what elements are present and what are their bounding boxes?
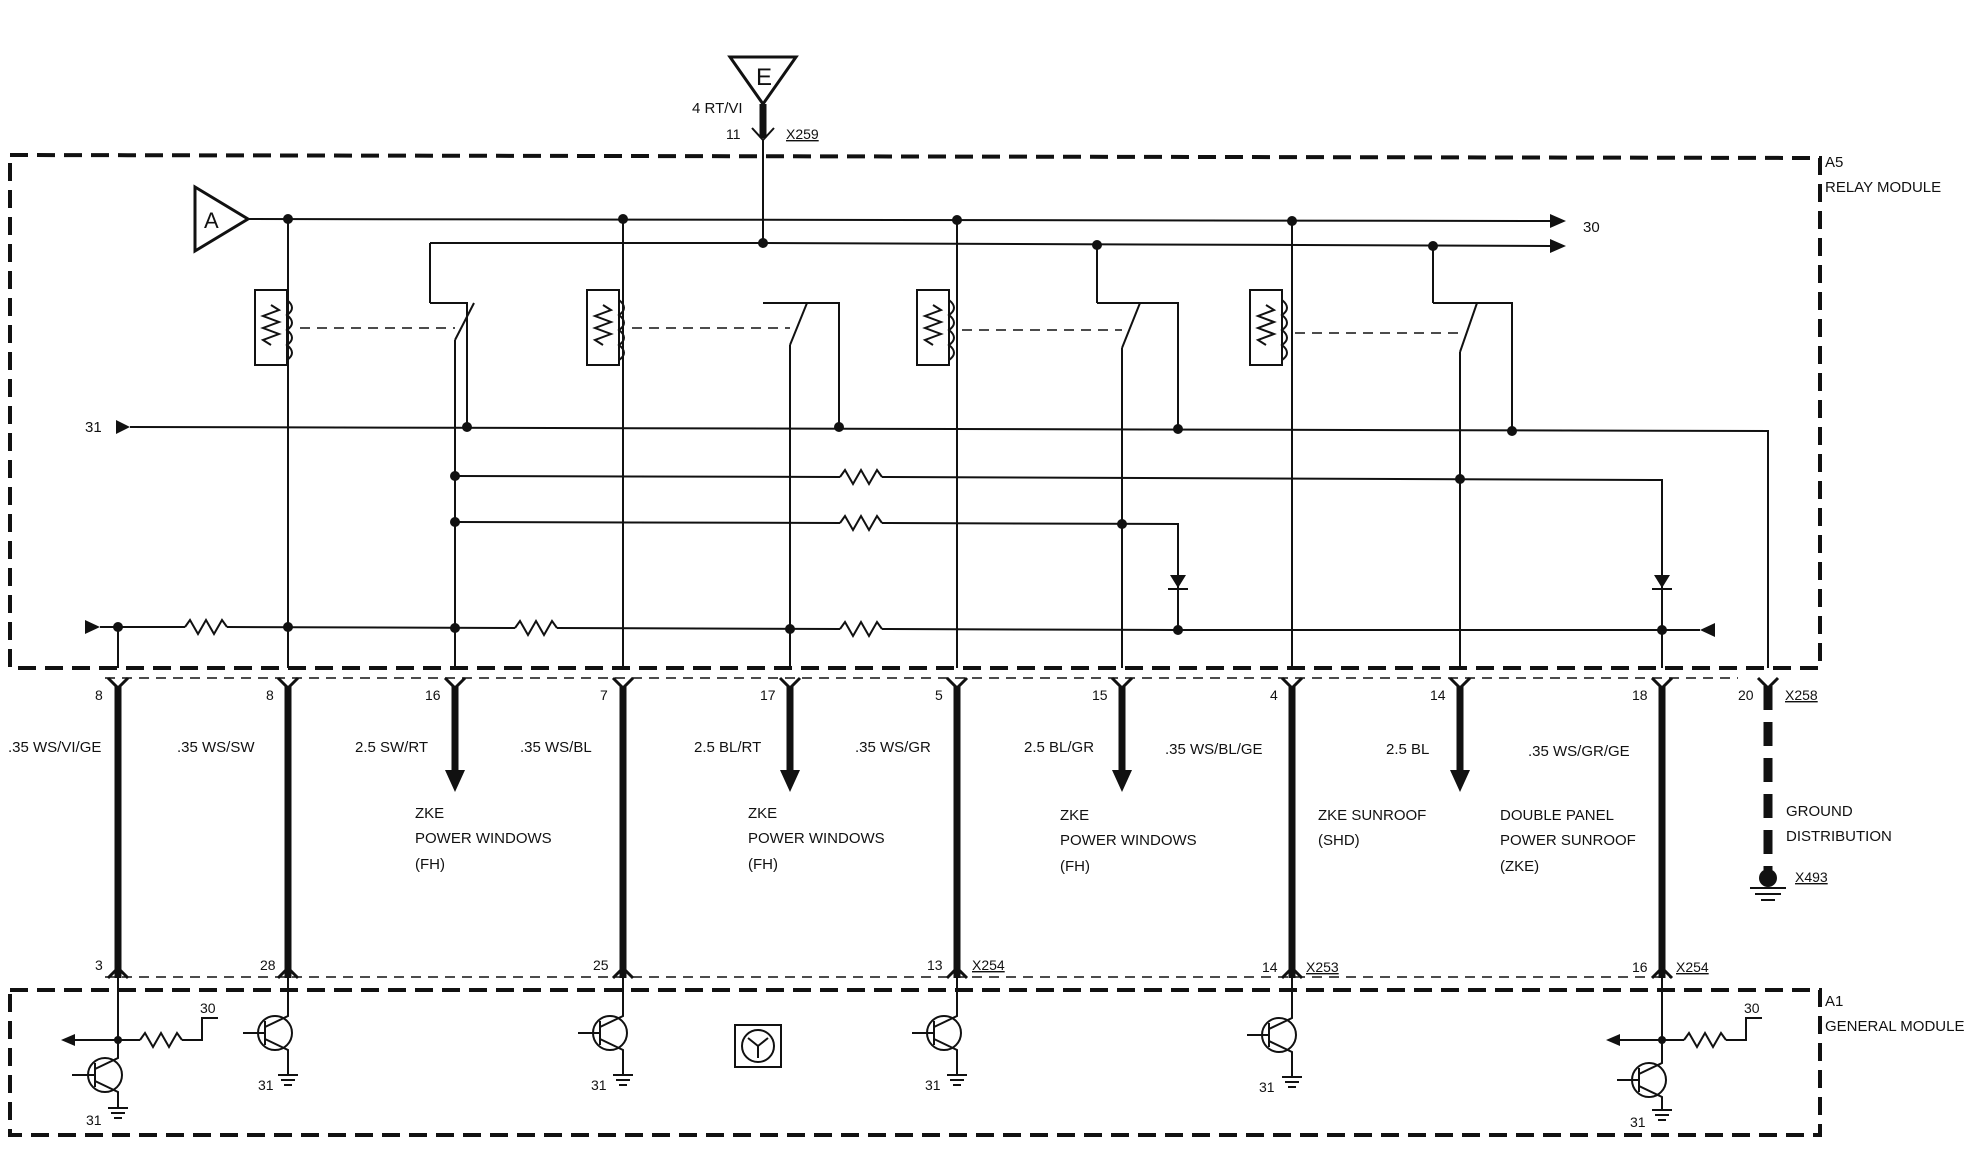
feed-e-symbol: E	[727, 55, 799, 107]
desc-w2-line3: (FH)	[415, 856, 445, 873]
transistor-group-3	[578, 978, 633, 1086]
wire-label-w2: 2.5 SW/RT	[355, 739, 428, 756]
pin-w7-top: 4	[1270, 687, 1278, 703]
feed-a-symbol: A	[193, 184, 251, 254]
pin-w3-bottom: 25	[593, 957, 609, 973]
pin-w5-top: 5	[935, 687, 943, 703]
ground-31-g4: 31	[925, 1077, 941, 1093]
desc-w4-line3: (FH)	[748, 856, 778, 873]
relay-module-name: RELAY MODULE	[1825, 179, 1941, 196]
pin-w1-top: 8	[266, 687, 274, 703]
connector-x253: X253	[1306, 959, 1339, 975]
supply-30-right: 30	[1744, 1000, 1760, 1016]
wire-label-w3: .35 WS/BL	[520, 739, 592, 756]
general-module-id: A1	[1825, 993, 1843, 1010]
wire-label-w7: .35 WS/BL/GE	[1165, 741, 1263, 758]
transistor-group-2	[243, 978, 298, 1086]
diode-1	[1168, 555, 1188, 627]
ground-31-label: 31	[85, 419, 102, 436]
ground-x493-icon	[1750, 869, 1786, 901]
wire-label-w6: 2.5 BL/GR	[1024, 739, 1094, 756]
pin-w6-top: 15	[1092, 687, 1108, 703]
desc-w9-line2: POWER SUNROOF	[1500, 832, 1636, 849]
top-pin-label: 11	[726, 126, 741, 142]
connector-x493: X493	[1795, 869, 1828, 885]
relay-module-box	[8, 152, 1822, 670]
connector-x254-b: X254	[1676, 959, 1709, 975]
relay-3	[916, 289, 1179, 668]
pin-w0-bottom: 3	[95, 957, 103, 973]
ground-31-g3: 31	[591, 1077, 607, 1093]
relay-module-id: A5	[1825, 154, 1843, 171]
desc-w9-line3: (ZKE)	[1500, 858, 1539, 875]
general-module-name: GENERAL MODULE	[1825, 1018, 1964, 1035]
desc-w8-line1: ZKE SUNROOF	[1318, 807, 1426, 824]
ground-31-g5: 31	[1259, 1079, 1275, 1095]
wire-label-w4: 2.5 BL/RT	[694, 739, 761, 756]
pin-w2-top: 16	[425, 687, 441, 703]
pin-w9-top: 18	[1632, 687, 1648, 703]
desc-w9-line1: DOUBLE PANEL	[1500, 807, 1614, 824]
diode-2	[1652, 555, 1672, 668]
pin-w9-bottom: 16	[1632, 959, 1648, 975]
connector-x259: X259	[786, 126, 819, 142]
pin-w4-top: 17	[760, 687, 776, 703]
module-internal-icon	[734, 1024, 782, 1068]
desc-w8-line2: (SHD)	[1318, 832, 1360, 849]
top-wire-label: 4 RT/VI	[692, 100, 743, 117]
svg-text:A: A	[204, 208, 219, 233]
wire-label-w0: .35 WS/VI/GE	[8, 739, 101, 756]
desc-w10-line2: DISTRIBUTION	[1786, 828, 1892, 845]
svg-text:E: E	[756, 64, 772, 91]
wire-label-w1: .35 WS/SW	[177, 739, 255, 756]
pin-w0-top: 8	[95, 687, 103, 703]
ground-31-g1: 31	[86, 1112, 102, 1128]
transistor-group-4	[912, 978, 967, 1086]
desc-w6-line1: ZKE	[1060, 807, 1089, 824]
relay-2	[586, 289, 840, 668]
terminal-30-label: 30	[1583, 219, 1600, 236]
pin-w10-top: 20	[1738, 687, 1754, 703]
wire-label-w8: 2.5 BL	[1386, 741, 1429, 758]
pin-w7-bottom: 14	[1262, 959, 1278, 975]
transistor-group-5	[1247, 978, 1302, 1088]
desc-w10-line1: GROUND	[1786, 803, 1853, 820]
wire-label-w5: .35 WS/GR	[855, 739, 931, 756]
wire-label-w9: .35 WS/GR/GE	[1528, 743, 1630, 760]
desc-w6-line2: POWER WINDOWS	[1060, 832, 1197, 849]
connector-chevrons	[106, 676, 1780, 980]
desc-w4-line1: ZKE	[748, 805, 777, 822]
ground-31-g6: 31	[1630, 1114, 1646, 1130]
transistor-group-6	[1606, 978, 1762, 1121]
transistor-group-1	[61, 978, 218, 1119]
desc-w6-line3: (FH)	[1060, 858, 1090, 875]
ground-31-g2: 31	[258, 1077, 274, 1093]
junction-dots	[113, 214, 1667, 635]
desc-w2-line1: ZKE	[415, 805, 444, 822]
connector-x254-a: X254	[972, 957, 1005, 973]
pin-w1-bottom: 28	[260, 957, 276, 973]
desc-w4-line2: POWER WINDOWS	[748, 830, 885, 847]
pin-w5-bottom: 13	[927, 957, 943, 973]
supply-30-left: 30	[200, 1000, 216, 1016]
relay-4	[1249, 289, 1513, 668]
pin-w3-top: 7	[600, 687, 608, 703]
harness-wires	[114, 686, 1773, 978]
general-module-box	[8, 988, 1822, 1137]
connector-x258: X258	[1785, 687, 1818, 703]
desc-w2-line2: POWER WINDOWS	[415, 830, 552, 847]
pin-w8-top: 14	[1430, 687, 1446, 703]
